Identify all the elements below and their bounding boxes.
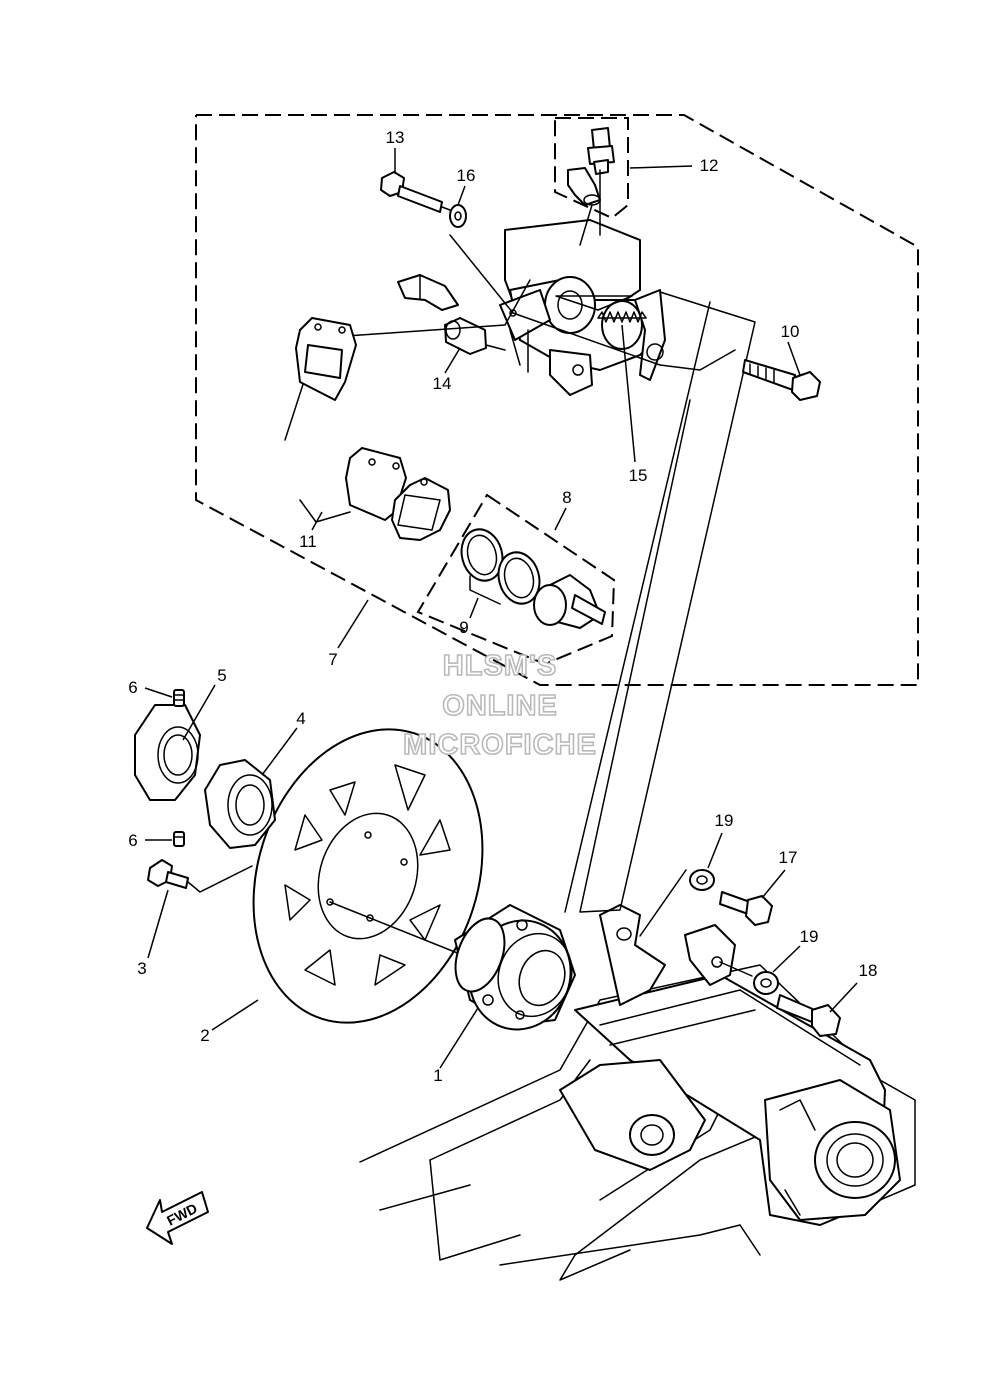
bolt-18 [719, 961, 841, 1037]
brake-pads [284, 274, 531, 541]
washer-19-lower [753, 971, 779, 995]
caliper-mount-bolt [742, 359, 821, 401]
swing-arm [359, 904, 916, 1281]
pad-pin [444, 317, 506, 355]
callout-6-lower: 6 [128, 831, 137, 850]
callout-14: 14 [433, 374, 452, 393]
brake-disc [252, 728, 484, 1024]
assembly-guide-line-2 [564, 301, 711, 913]
callout-9: 9 [459, 618, 468, 637]
callout-10: 10 [781, 322, 800, 341]
piston-seals [460, 528, 541, 605]
leader-lines [144, 148, 858, 1069]
watermark-line-2: ONLINE [442, 690, 558, 722]
fwd-arrow-icon: FWD [146, 1191, 209, 1245]
callout-12: 12 [700, 156, 719, 175]
callout-17: 17 [779, 848, 798, 867]
callout-18: 18 [859, 961, 878, 980]
bleed-screw-boundary [554, 117, 629, 220]
callout-13: 13 [386, 128, 405, 147]
cotter-pin-lower [173, 831, 185, 847]
callout-3: 3 [137, 959, 146, 978]
watermark-line-1: HLSM'S [443, 650, 557, 682]
bolt-17 [639, 869, 773, 937]
callout-1: 1 [433, 1066, 442, 1085]
caliper-assembly-boundary [195, 114, 919, 686]
axle-nut [134, 704, 201, 801]
callout-7: 7 [328, 650, 337, 669]
watermark-line-3: MICROFICHE [403, 729, 597, 761]
pad-spring [555, 295, 647, 323]
callout-19-upper: 19 [715, 811, 734, 830]
callout-11: 11 [299, 532, 317, 551]
callout-labels: 13 16 12 10 14 15 8 11 9 7 6 5 4 6 3 2 1… [128, 128, 877, 1085]
caliper-bolt [380, 171, 451, 213]
piston-kit-boundary [416, 493, 616, 666]
callout-15: 15 [629, 466, 648, 485]
cotter-pin-upper [173, 689, 185, 707]
callout-6-upper: 6 [128, 678, 137, 697]
callout-2: 2 [200, 1026, 209, 1045]
watermark: HLSM'S ONLINE MICROFICHE [402, 649, 597, 762]
washer-16 [449, 204, 467, 228]
disc-hub [454, 904, 576, 1031]
bleed-screw [567, 127, 615, 246]
callout-4: 4 [296, 709, 305, 728]
lock-nut [204, 759, 276, 849]
callout-19-lower: 19 [800, 927, 819, 946]
washer-19-upper [689, 869, 715, 891]
callout-5: 5 [217, 666, 226, 685]
brake-piston [533, 574, 606, 629]
callout-8: 8 [562, 488, 571, 507]
callout-16: 16 [457, 166, 476, 185]
disc-bolt [147, 859, 253, 893]
